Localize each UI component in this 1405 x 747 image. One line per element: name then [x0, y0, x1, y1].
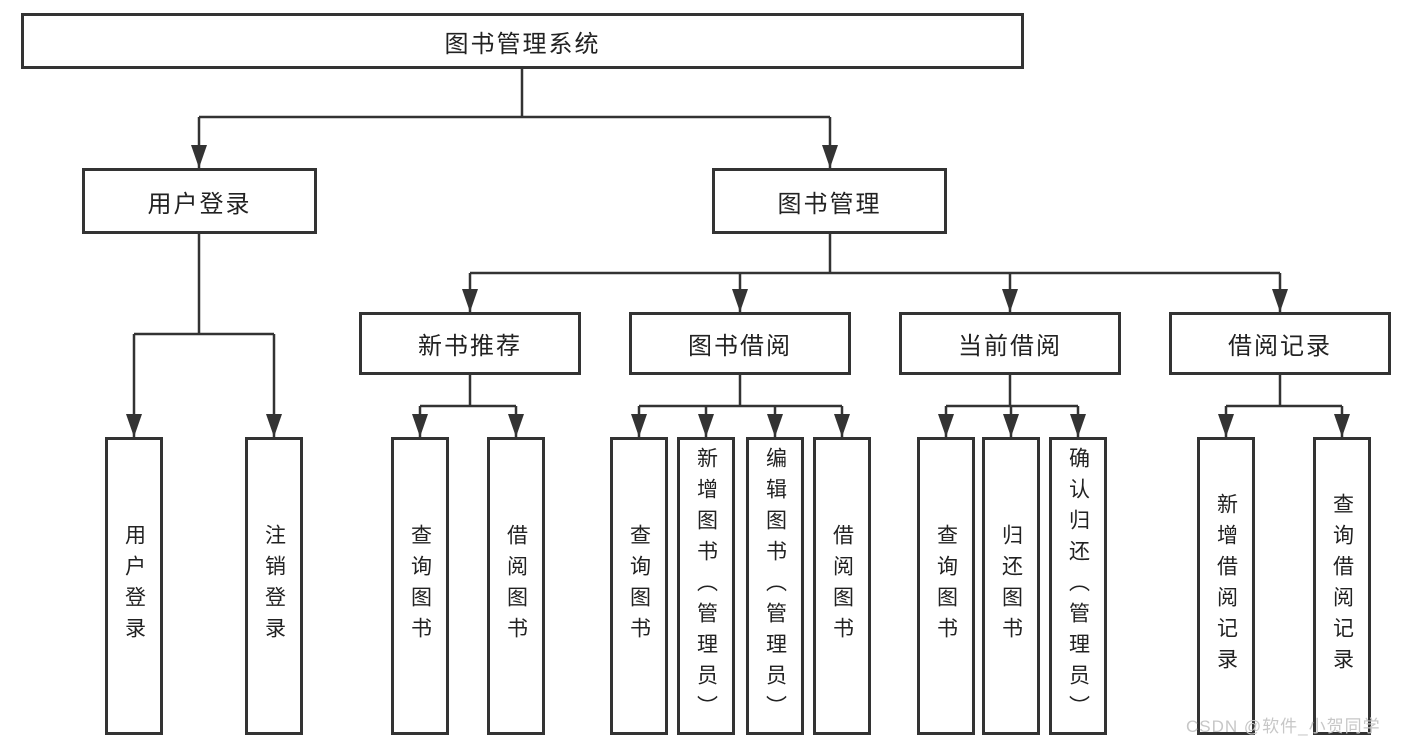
- leaf-br-add-record: 新增借阅记录: [1197, 437, 1255, 735]
- leaf-bb-query-book: 查询图书: [610, 437, 668, 735]
- leaf-cb-query-book: 查询图书: [917, 437, 975, 735]
- leaf-user-login: 用户登录: [105, 437, 163, 735]
- node-borrow-records: 借阅记录: [1169, 312, 1391, 375]
- watermark: CSDN @软件_小贺同学: [1186, 717, 1381, 736]
- node-user-login: 用户登录: [82, 168, 317, 234]
- leaf-cb-return-book: 归还图书: [982, 437, 1040, 735]
- leaf-nb-borrow-book: 借阅图书: [487, 437, 545, 735]
- leaf-logout: 注销登录: [245, 437, 303, 735]
- node-book-borrow: 图书借阅: [629, 312, 851, 375]
- leaf-br-query-record: 查询借阅记录: [1313, 437, 1371, 735]
- leaf-bb-add-book-admin: 新增图书（管理员）: [677, 437, 735, 735]
- leaf-nb-query-book: 查询图书: [391, 437, 449, 735]
- node-root: 图书管理系统: [21, 13, 1024, 69]
- leaf-bb-edit-book-admin: 编辑图书（管理员）: [746, 437, 804, 735]
- node-book-management: 图书管理: [712, 168, 947, 234]
- leaf-bb-borrow-book: 借阅图书: [813, 437, 871, 735]
- node-new-book-recommend: 新书推荐: [359, 312, 581, 375]
- node-current-borrow: 当前借阅: [899, 312, 1121, 375]
- leaf-cb-confirm-return-admin: 确认归还（管理员）: [1049, 437, 1107, 735]
